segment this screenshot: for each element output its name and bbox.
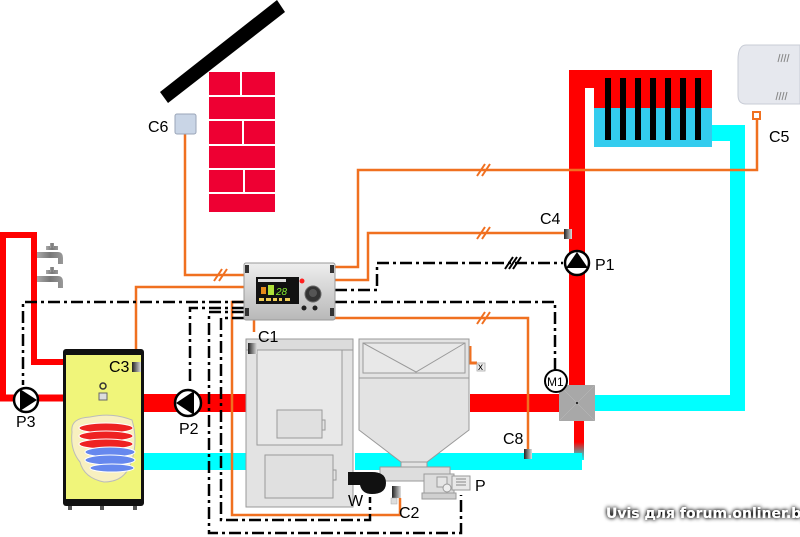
- sensor-c3: [132, 362, 141, 372]
- controller-status-led: [299, 278, 305, 284]
- label-p2: P2: [179, 421, 199, 438]
- label-c1: C1: [258, 329, 279, 346]
- wire-c3: [134, 285, 244, 362]
- sensor-c8: [524, 449, 532, 459]
- valve-actuator-m1[interactable]: [544, 369, 568, 393]
- tank-gauge-icon: [99, 382, 107, 390]
- solar-panel: [160, 0, 285, 103]
- label-c5: C5: [769, 129, 790, 146]
- wire-c8: [335, 316, 530, 450]
- pump-p3[interactable]: [12, 386, 40, 414]
- solar-panel-bar: [160, 0, 285, 103]
- tank-indicator-icon: [98, 392, 108, 401]
- c5-terminal: [752, 111, 761, 120]
- sensor-c1: [248, 343, 257, 354]
- label-c4: C4: [540, 211, 561, 228]
- pellet-boiler: [245, 338, 354, 508]
- wire-c4: [335, 231, 564, 282]
- label-c2: C2: [399, 505, 420, 522]
- hopper-level-terminal: [476, 362, 486, 372]
- sensor-c6: [174, 113, 197, 135]
- tank-coil-hot: [78, 422, 134, 450]
- sensor-c4: [564, 229, 572, 239]
- ctrl-wire-feeder: [207, 310, 463, 535]
- sensor-c2-base: [390, 497, 398, 505]
- label-c6: C6: [148, 119, 169, 136]
- hot-water-tank: [63, 349, 144, 510]
- label-c3: C3: [109, 359, 130, 376]
- mixing-valve[interactable]: [559, 385, 595, 421]
- label-p3: P3: [16, 414, 36, 431]
- water-taps: [37, 243, 63, 288]
- pump-arrow-right-icon: [20, 389, 37, 411]
- sensor-c2: [392, 486, 401, 498]
- fan-w[interactable]: [348, 472, 386, 494]
- ctrl-wire-fan: [219, 316, 372, 522]
- fuel-hopper: [358, 338, 471, 500]
- hot-pipe-riser: [569, 73, 585, 388]
- watermark: Uvis для forum.onliner.by: [606, 506, 800, 522]
- ctrl-wire-m1: [335, 300, 557, 370]
- hot-pipe-hopper-valve: [470, 394, 560, 412]
- pump-arrow-left-icon: [176, 391, 194, 415]
- pump-arrow-up-icon: [566, 252, 588, 268]
- tap-icon: [37, 267, 63, 288]
- label-c8: C8: [503, 431, 524, 448]
- ctrl-wire-p1: [335, 261, 563, 292]
- hot-pipe-radiator-feed: [569, 70, 599, 88]
- controller[interactable]: 28: [243, 262, 336, 321]
- label-hopper-level: x: [478, 362, 483, 373]
- cold-pipe-valve-right: [595, 395, 745, 411]
- cold-pipe-radiator-out: [712, 125, 745, 141]
- wire-break-marks: [213, 163, 491, 325]
- label-feeder-p: P: [475, 478, 486, 495]
- controller-button-left[interactable]: [301, 305, 307, 311]
- ctrl-break-mark: [504, 256, 522, 270]
- cold-pipe-tank-boiler: [143, 453, 246, 470]
- controller-temperature: 28: [275, 287, 288, 298]
- tap-icon: [37, 243, 63, 264]
- pump-p2[interactable]: [173, 388, 203, 418]
- wire-c6: [183, 134, 244, 277]
- cold-pipe-right-riser: [730, 125, 745, 411]
- ctrl-wire-p2: [188, 306, 244, 385]
- ctrl-wire-p3: [21, 300, 244, 385]
- controller-button-right[interactable]: [312, 305, 318, 311]
- wire-c5: [335, 118, 759, 269]
- wire-hopper-level: [468, 346, 477, 365]
- pump-p1[interactable]: [563, 249, 591, 277]
- control-wires: [21, 261, 563, 535]
- return-pipe-transition: [574, 420, 584, 460]
- tank-coil-cold: [84, 446, 136, 473]
- chimney: [209, 72, 275, 212]
- room-thermostat: [737, 44, 800, 120]
- label-m1: M1: [547, 375, 564, 389]
- radiator: [594, 70, 712, 147]
- label-w: W: [348, 493, 364, 510]
- hot-pipe-tank-loop: [0, 232, 65, 400]
- label-p1: P1: [595, 257, 615, 274]
